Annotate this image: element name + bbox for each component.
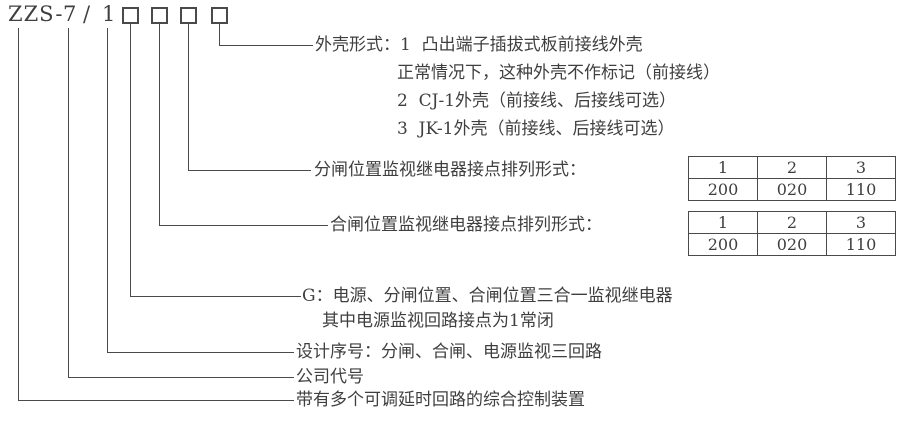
- design-serial-label: 设计序号：分闸、合闸、电源监视三回路: [296, 342, 602, 362]
- leader-line-open-position: [188, 23, 311, 171]
- table-cell: 1: [688, 211, 758, 234]
- leader-line-company: [68, 28, 294, 378]
- table-cell: 3: [826, 156, 896, 179]
- leader-line-design: [107, 28, 294, 353]
- table-cell: 1: [688, 156, 758, 179]
- table-cell: 110: [826, 178, 896, 201]
- model-prefix: ZZS-: [8, 2, 64, 26]
- table-cell: 020: [757, 233, 827, 256]
- company-code-label: 公司代号: [296, 367, 364, 387]
- shell-type-box: [211, 7, 228, 24]
- open-position-box: [180, 7, 197, 24]
- g-monitor-line2: 其中电源监视回路接点为1常闭: [322, 311, 554, 331]
- close-position-label: 合闸位置监视继电器接点排列形式：: [330, 215, 602, 235]
- close-position-table: 1 2 3 200 020 110: [688, 211, 896, 256]
- shell-type-line4: 3 JK-1外壳（前接线、后接线可选）: [397, 119, 675, 139]
- device-description-label: 带有多个可调延时回路的综合控制装置: [296, 390, 585, 410]
- shell-type-line2: 正常情况下，这种外壳不作标记（前接线）: [397, 63, 720, 83]
- g-monitor-box: [122, 7, 139, 24]
- open-position-table: 1 2 3 200 020 110: [688, 156, 896, 201]
- leader-line-shell-type: [219, 23, 313, 46]
- open-position-label: 分闸位置监视继电器接点排列形式：: [314, 160, 586, 180]
- g-monitor-line1: G：电源、分闸位置、合闸位置三合一监视继电器: [302, 286, 673, 306]
- shell-type-line3: 2 CJ-1外壳（前接线、后接线可选）: [397, 91, 677, 111]
- design-code-digit: 1: [102, 2, 117, 26]
- table-cell: 200: [688, 178, 758, 201]
- table-cell: 2: [757, 156, 827, 179]
- table-cell: 2: [757, 211, 827, 234]
- table-cell: 020: [757, 178, 827, 201]
- table-cell: 110: [826, 233, 896, 256]
- shell-type-line1: 外壳形式：1 凸出端子插拔式板前接线外壳: [315, 35, 643, 55]
- leader-line-device: [18, 28, 294, 401]
- leader-line-g-monitor: [130, 23, 301, 297]
- company-code-digit: 7: [63, 2, 78, 26]
- close-position-box: [151, 7, 168, 24]
- leader-line-close-position: [159, 23, 328, 226]
- code-separator: /: [83, 2, 92, 26]
- table-cell: 3: [826, 211, 896, 234]
- table-cell: 200: [688, 233, 758, 256]
